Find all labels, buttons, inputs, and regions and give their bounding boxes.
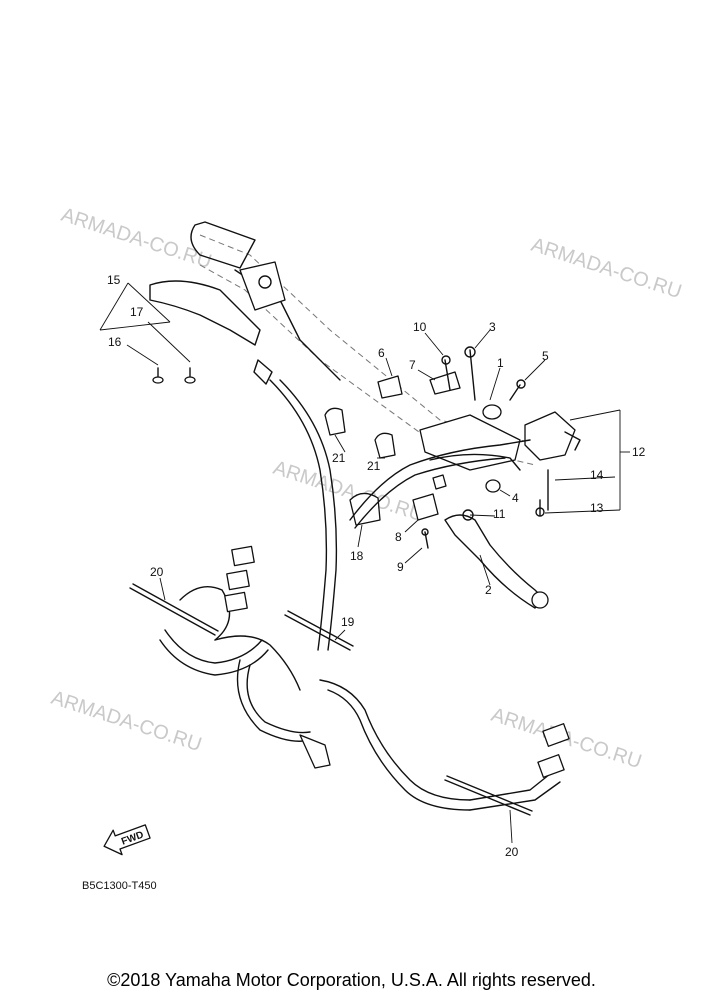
callout-19: 19	[341, 615, 355, 629]
cable-ties	[129, 583, 533, 816]
callout-7: 7	[409, 358, 416, 372]
parts-diagram: ARMADA-CO.RU ARMADA-CO.RU ARMADA-CO.RU A…	[48, 204, 684, 892]
callout-1: 1	[497, 356, 504, 370]
callout-20b: 20	[505, 845, 519, 859]
wire-harness	[159, 379, 561, 811]
watermark-top-right: ARMADA-CO.RU	[528, 234, 684, 303]
right-switch	[524, 411, 581, 517]
callout-3: 3	[489, 320, 496, 334]
callout-8: 8	[395, 530, 402, 544]
clamps	[324, 407, 396, 526]
callout-5: 5	[542, 349, 549, 363]
callout-18: 18	[350, 549, 364, 563]
callout-4: 4	[512, 491, 519, 505]
callout-2: 2	[485, 583, 492, 597]
callout-14: 14	[590, 468, 604, 482]
watermark-bottom-left: ARMADA-CO.RU	[48, 687, 204, 756]
callout-16: 16	[108, 335, 122, 349]
right-connectors	[537, 723, 570, 778]
brake-lever	[412, 474, 549, 609]
callout-21a: 21	[332, 451, 346, 465]
callout-17: 17	[130, 305, 144, 319]
callout-10: 10	[413, 320, 427, 334]
watermark-center: ARMADA-CO.RU	[270, 457, 426, 526]
callout-11: 11	[493, 507, 506, 521]
screws-left	[152, 367, 196, 384]
callout-20a: 20	[150, 565, 164, 579]
leader-lines	[99, 282, 630, 844]
callout-labels: 15 17 16 10 3 6 1 5 7 12 14 13 4 11 2 8 …	[107, 273, 646, 859]
drawing-code: B5C1300-T450	[82, 880, 157, 892]
fwd-arrow: FWD	[103, 824, 151, 856]
watermarks: ARMADA-CO.RU ARMADA-CO.RU ARMADA-CO.RU A…	[48, 204, 684, 773]
left-connectors	[224, 545, 255, 613]
callout-12: 12	[632, 445, 646, 459]
callout-15: 15	[107, 273, 121, 287]
callout-6: 6	[378, 346, 385, 360]
callout-9: 9	[397, 560, 404, 574]
left-lever-assembly	[149, 261, 286, 385]
copyright-notice: ©2018 Yamaha Motor Corporation, U.S.A. A…	[107, 970, 596, 990]
callout-13: 13	[590, 501, 604, 515]
callout-21b: 21	[367, 459, 381, 473]
